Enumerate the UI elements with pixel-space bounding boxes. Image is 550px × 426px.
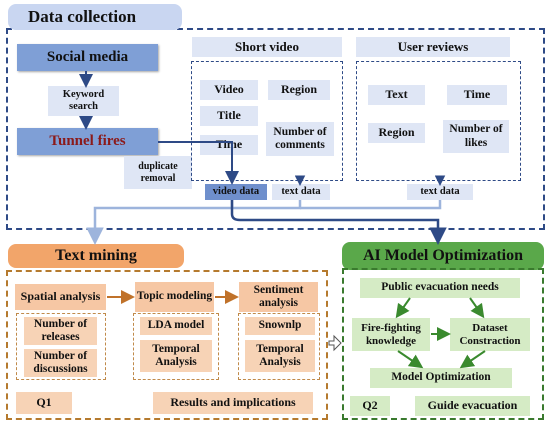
arrow-text-to-ai [328,334,342,352]
number-of-releases-box: Number of releases [24,317,97,345]
arrow-needs-to-fire [395,297,411,319]
temporal-analysis-2-box: Temporal Analysis [245,340,315,372]
results-implications-box: Results and implications [153,392,313,414]
user-reviews-item-region: Region [368,123,425,143]
snownlp-box: Snownlp [245,317,315,335]
flow-textdata-left [232,200,302,210]
short-video-item-time: Time [200,135,258,155]
data-collection-title: Data collection [8,4,182,30]
ai-model-title: AI Model Optimization [342,242,544,270]
arrow-fire-to-model [397,350,424,369]
sentiment-analysis-group [238,313,320,380]
user-reviews-item-likes: Number of likes [443,120,509,153]
number-of-discussions-box: Number of discussions [24,349,97,377]
spatial-analysis-box: Spatial analysis [15,284,106,310]
flow-textdata-right [300,200,442,210]
user-reviews-title: User reviews [356,37,510,57]
arrow-needs-to-dataset [469,297,485,319]
dataset-construction-box: Dataset Constraction [450,318,530,351]
text-data-box-right: text data [407,184,473,200]
topic-modeling-box: Topic modeling [135,282,214,312]
temporal-analysis-1-box: Temporal Analysis [140,340,212,372]
arrow-dataset-to-model [459,350,486,369]
video-data-box: video data [205,184,267,200]
short-video-item-region: Region [268,80,330,100]
flow-data-to-text-mining [86,200,234,245]
q2-box: Q2 [350,396,390,416]
flow-data-to-ai-model [230,200,447,245]
topic-modeling-group [133,313,219,380]
model-optimization-box: Model Optimization [370,368,512,388]
short-video-item-title: Title [200,106,258,126]
short-video-item-comments: Number of comments [266,122,334,156]
ai-model-region [342,268,544,420]
social-media-box: Social media [17,44,158,71]
short-video-title: Short video [192,37,342,57]
user-reviews-item-text: Text [368,85,425,105]
duplicate-removal-box: duplicate removal [124,156,192,189]
user-reviews-item-time: Time [447,85,507,105]
tunnel-fires-box: Tunnel fires [17,128,158,155]
spatial-analysis-group [16,313,106,380]
short-video-group [191,61,343,181]
q1-box: Q1 [16,392,72,414]
lda-model-box: LDA model [140,317,212,335]
keyword-search-box: Keyword search [48,86,119,116]
text-mining-title: Text mining [8,244,184,268]
fire-fighting-knowledge-box: Fire-fighting knowledge [352,318,430,351]
arrow-tunnel-to-video [158,141,239,185]
data-collection-region [6,28,545,230]
public-evacuation-needs-box: Public evacuation needs [360,278,520,298]
guide-evacuation-box: Guide evacuation [415,396,530,416]
sentiment-analysis-box: Sentiment analysis [239,282,318,312]
text-mining-region [6,270,328,420]
short-video-item-video: Video [200,80,258,100]
text-data-box-left: text data [272,184,330,200]
